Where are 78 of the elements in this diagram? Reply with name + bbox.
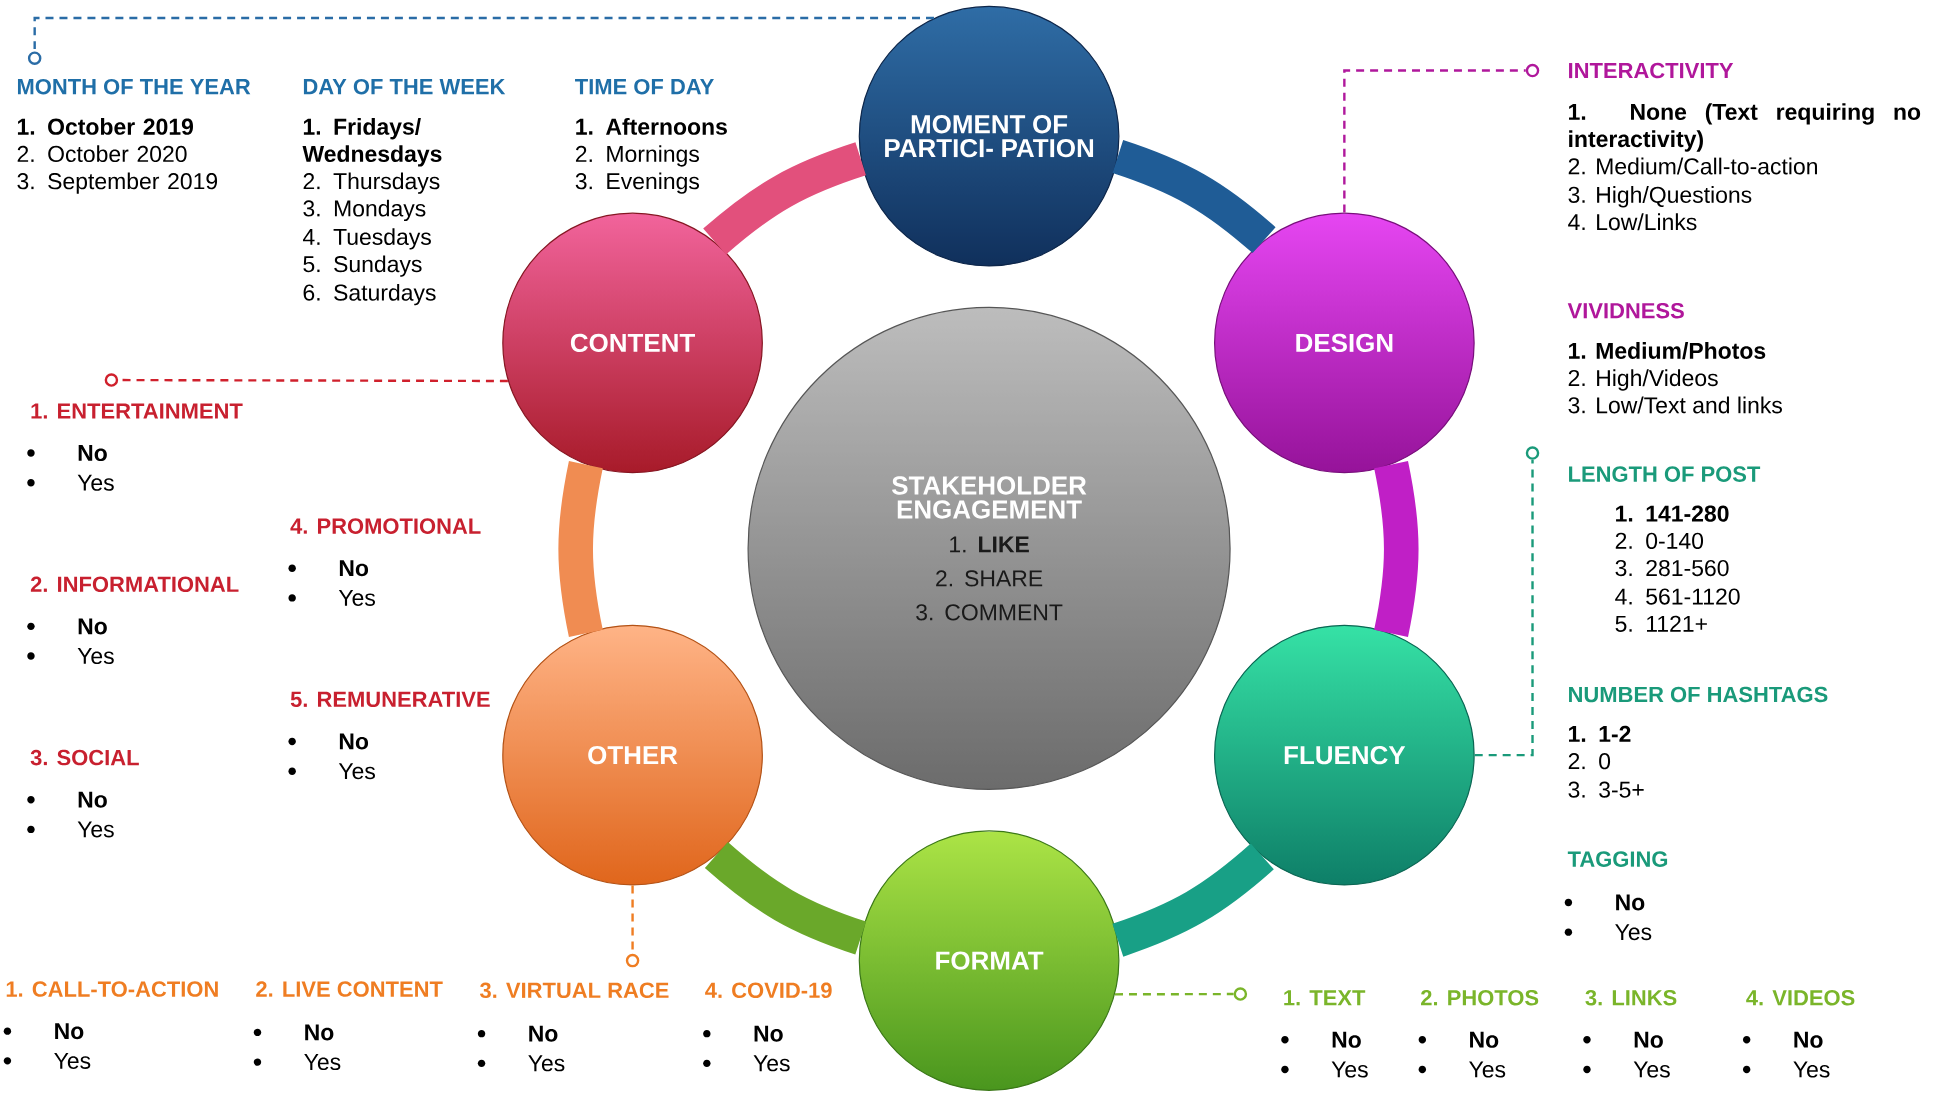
bullet-item: No bbox=[1742, 1031, 1823, 1048]
bullet-item: No bbox=[27, 618, 107, 635]
bullet-item: Yes bbox=[1742, 1061, 1830, 1078]
bullet-item: Yes bbox=[288, 589, 375, 606]
list-item: 1. Fridays/ Wednesdays bbox=[302, 117, 442, 167]
bullet-item: No bbox=[27, 791, 107, 808]
bullet-item: Yes bbox=[288, 763, 375, 780]
section-heading: 4. PROMOTIONAL bbox=[290, 518, 481, 534]
bullet-item: Yes bbox=[27, 821, 114, 838]
bullet-item: No bbox=[288, 733, 369, 750]
bullet-item: No bbox=[1281, 1031, 1361, 1048]
leader-line bbox=[1115, 992, 1234, 996]
bullet-item: Yes bbox=[1418, 1061, 1506, 1078]
list-item: 1. Afternoons bbox=[576, 117, 727, 135]
leader-line bbox=[1474, 459, 1534, 757]
bullet-item: Yes bbox=[477, 1055, 565, 1072]
list-item: 3. Low/Text and links bbox=[1568, 396, 1782, 414]
section-heading: TAGGING bbox=[1567, 851, 1668, 867]
ring-segment bbox=[1374, 461, 1419, 637]
list-item: 3. High/Questions bbox=[1568, 185, 1752, 208]
ring-segment bbox=[703, 142, 867, 255]
list-item: 1. None (Text requiring no interactivity) bbox=[1569, 103, 1921, 152]
list-item: 2. 0 bbox=[1568, 752, 1611, 770]
bullet-item: No bbox=[253, 1024, 334, 1041]
list-item: 1. 141-280 bbox=[1616, 505, 1729, 522]
list-item: 5. 1121+ bbox=[1615, 615, 1707, 632]
ring-segment bbox=[558, 461, 603, 637]
list-item: 2. Thursdays bbox=[303, 172, 440, 194]
bullet-item: Yes bbox=[703, 1055, 790, 1072]
section-heading: 1. CALL-TO-ACTION bbox=[6, 981, 218, 997]
bullet-item: No bbox=[27, 444, 107, 461]
bullet-item: No bbox=[1418, 1031, 1499, 1048]
bullet-item: Yes bbox=[1281, 1061, 1368, 1078]
leader-line bbox=[33, 16, 934, 52]
section-heading: NUMBER OF HASHTAGS bbox=[1569, 686, 1828, 703]
list-item: 3. September 2019 bbox=[17, 172, 218, 194]
bullet-item: Yes bbox=[27, 647, 114, 664]
ring-segment bbox=[1112, 140, 1276, 254]
list-item: 2. 0-140 bbox=[1615, 532, 1704, 549]
section-heading: 3. LINKS bbox=[1585, 989, 1677, 1006]
bullet-item: No bbox=[1583, 1031, 1663, 1048]
section-heading: 4. VIDEOS bbox=[1746, 989, 1855, 1006]
section-heading: 2. PHOTOS bbox=[1421, 989, 1539, 1006]
section-heading: 3. SOCIAL bbox=[30, 749, 139, 766]
list-item: 4. 561-1120 bbox=[1615, 588, 1740, 605]
list-item: 5. Sundays bbox=[303, 255, 422, 277]
ring-segment bbox=[705, 841, 867, 955]
list-item: 1. Medium/Photos bbox=[1569, 341, 1766, 360]
ring-segment bbox=[1112, 843, 1274, 957]
bullet-item: No bbox=[3, 1023, 84, 1040]
list-item: 4. Tuesdays bbox=[303, 228, 431, 250]
list-item: 2. Medium/Call-to-action bbox=[1568, 157, 1817, 175]
bullet-item: Yes bbox=[1583, 1061, 1670, 1078]
bullet-item: Yes bbox=[27, 474, 114, 491]
list-item: 4. Low/Links bbox=[1568, 213, 1697, 231]
section-heading: DAY OF THE WEEK bbox=[303, 78, 506, 95]
section-heading: 2. INFORMATIONAL bbox=[30, 576, 239, 592]
list-item: 3. 3-5+ bbox=[1568, 781, 1644, 798]
bullet-item: No bbox=[703, 1025, 783, 1042]
list-item: 3. 281-560 bbox=[1615, 559, 1729, 577]
list-item: 1. October 2019 bbox=[17, 117, 193, 135]
bullet-item: No bbox=[1564, 894, 1645, 911]
bullet-item: Yes bbox=[253, 1053, 341, 1070]
section-heading: 4. COVID-19 bbox=[705, 982, 832, 998]
bullet-item: Yes bbox=[3, 1052, 91, 1069]
list-item: 3. Mondays bbox=[303, 199, 426, 221]
section-heading: 2. LIVE CONTENT bbox=[256, 981, 443, 997]
bullet-item: No bbox=[288, 560, 369, 577]
section-heading: TIME OF DAY bbox=[575, 78, 714, 95]
list-item: 2. High/Videos bbox=[1568, 369, 1718, 391]
leader-line bbox=[1343, 69, 1526, 213]
list-item: 6. Saturdays bbox=[303, 283, 436, 306]
list-item: 2. Mornings bbox=[575, 145, 699, 167]
list-item: 1. 1-2 bbox=[1569, 725, 1631, 742]
bullet-item: Yes bbox=[1564, 924, 1652, 940]
list-item: 2. October 2020 bbox=[17, 145, 187, 162]
section-heading: VIVIDNESS bbox=[1567, 302, 1684, 319]
bullet-item: No bbox=[477, 1025, 558, 1042]
